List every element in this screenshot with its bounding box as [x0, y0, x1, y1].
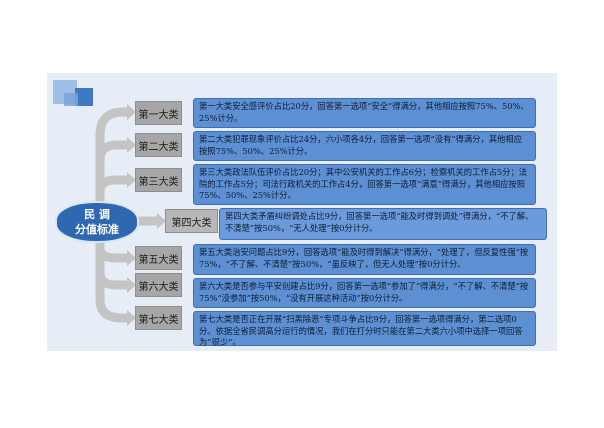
arrow-path-7 — [95, 235, 133, 323]
arrow-head-1 — [127, 104, 136, 120]
category-desc-6: 第六大类是否参与平安创建占比9分，回答第一选项“参加了”得满分，“不了解、不清楚… — [193, 278, 536, 308]
category-label-7: 第七大类 — [135, 306, 182, 330]
category-label-4: 第四大类 — [165, 209, 218, 233]
center-node: 民 调 分值标准 — [55, 201, 139, 243]
arrow-head-4 — [157, 213, 166, 229]
arrow-path-1 — [95, 107, 133, 205]
arrow-path-3 — [95, 175, 133, 205]
arrow-head-6 — [127, 277, 136, 293]
arrow-head-7 — [127, 310, 136, 326]
category-label-2: 第二大类 — [135, 133, 182, 157]
category-desc-4: 第四大类矛盾纠纷调处占比9分，回答第一选项“能及时得到调处”得满分，“不了解、不… — [219, 208, 547, 240]
category-desc-1: 第一大类安全感评价占比20分，回答第一选项“安全”得满分，其他相应按照75%、5… — [193, 98, 536, 128]
arrow-head-2 — [127, 137, 136, 153]
category-desc-5: 第五大类治安问题占比9分，回答选项“能及时得到解决”得满分，“处理了，但反复性强… — [193, 244, 536, 275]
arrow-head-5 — [127, 250, 136, 266]
center-title: 民 调 — [84, 208, 110, 221]
arrow-path-2 — [95, 140, 133, 205]
category-label-3: 第三大类 — [135, 168, 182, 192]
category-label-1: 第一大类 — [135, 101, 182, 125]
category-label-5: 第五大类 — [135, 246, 182, 270]
category-label-6: 第六大类 — [135, 273, 182, 297]
center-subtitle: 分值标准 — [75, 223, 119, 236]
arrow-head-3 — [127, 172, 136, 188]
decor-square-dark — [75, 88, 93, 106]
decor-square-mid — [64, 93, 78, 106]
category-desc-3: 第三大类政法队伍评价占比20分；其中公安机关的工作占6分；检察机关的工作占5分；… — [193, 164, 536, 205]
category-desc-7: 第七大类是否正在开展“扫黑除恶”专项斗争占比9分，回答第一选项得满分，第二选项0… — [193, 311, 536, 347]
category-desc-2: 第二大类犯罪现象评价占比24分，六小项各4分，回答第一选项“没有”得满分，其他相… — [193, 131, 536, 161]
